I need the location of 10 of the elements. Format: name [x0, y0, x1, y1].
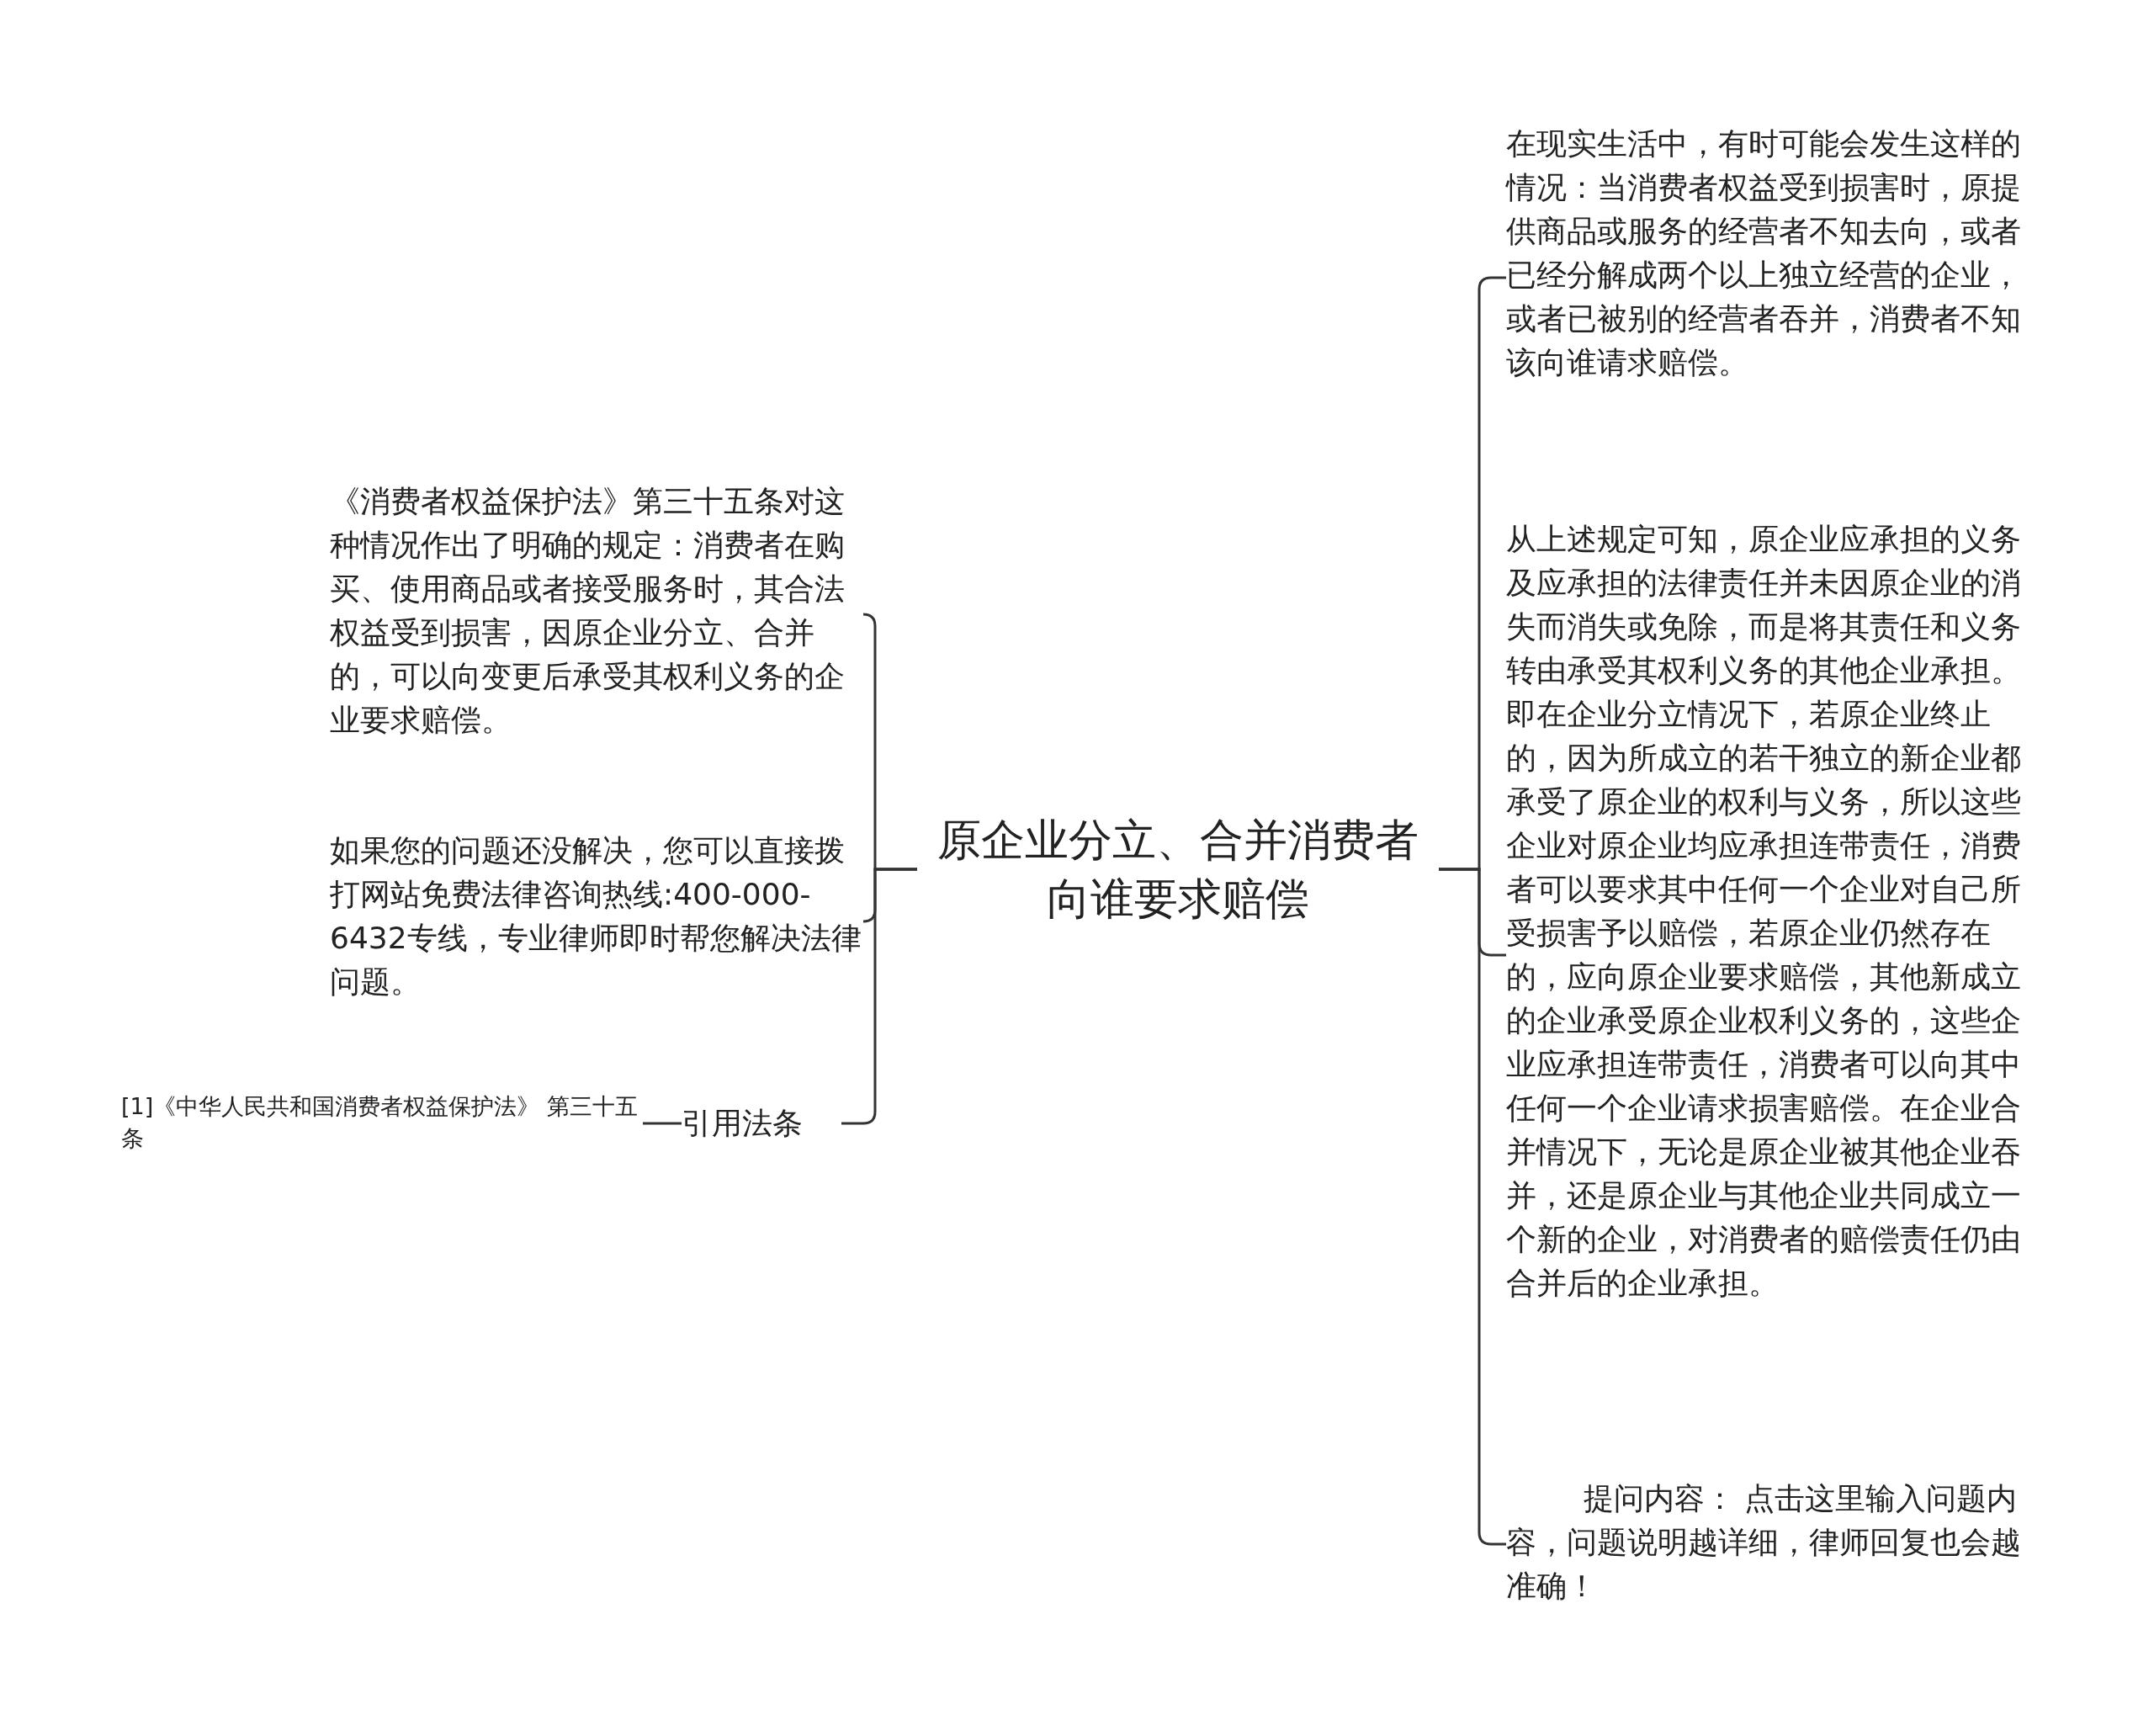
- branch-text: 提问内容： 点击这里输入问题内容，问题说明越详细，律师回复也会越准确！: [1506, 1477, 2028, 1611]
- branch-text: 在现实生活中，有时可能会发生这样的情况：当消费者权益受到损害时，原提供商品或服务的经营者不知去向，或者已经分解成两个以上独立经营的企业，或者已被别的经营者吞并，消费者不知该向谁请求赔偿。: [1506, 122, 2028, 433]
- branch-text: 《消费者权益保护法》第三十五条对这种情况作出了明确的规定：消费者在购买、使用商品或者接受服务时，其合法权益受到损害，因原企业分立、合并的，可以向变更后承受其权利义务的企业要求赔偿。: [330, 480, 864, 749]
- connector-line: [841, 868, 917, 1125]
- topic-text: 原企业分立、合并消费者向谁要求赔偿: [917, 806, 1439, 932]
- connector-line: [643, 1122, 682, 1125]
- branch-text: 如果您的问题还没解决，您可以直接拨打网站免费法律咨询热线:400-000-6432专线，专业律师即时帮您解决法律问题。: [330, 829, 864, 1014]
- branch-text: 从上述规定可知，原企业应承担的义务及应承担的法律责任并未因原企业的消失而消失或免除，而是将其责任和义务转由承受其权利义务的其他企业承担。即在企业分立情况下，若原企业终止的，因为所成立的若干独立的新企业都承受了原企业的权利与义务，所以这些企业对原企业均应承担连带责任，消费者可以要求其中任何一个企业对自己所受损害予以赔偿，若原企业仍然存在的，应向原企业要求赔偿，其他新成立的企业承受原企业权利义务的，这些企业应承担连带责任，消费者可以向其中任何一个企业请求损害赔偿。在企业合并情况下，无论是原企业被其他企业吞并，还是原企业与其他企业共同成立一个新的企业，对消费者的赔偿责任仍由合并后的企业承担。: [1506, 518, 2028, 1393]
- branch-text: 引用法条: [682, 1099, 841, 1148]
- reference-text: [1]《中华人民共和国消费者权益保护法》 第三十五条: [121, 1091, 643, 1155]
